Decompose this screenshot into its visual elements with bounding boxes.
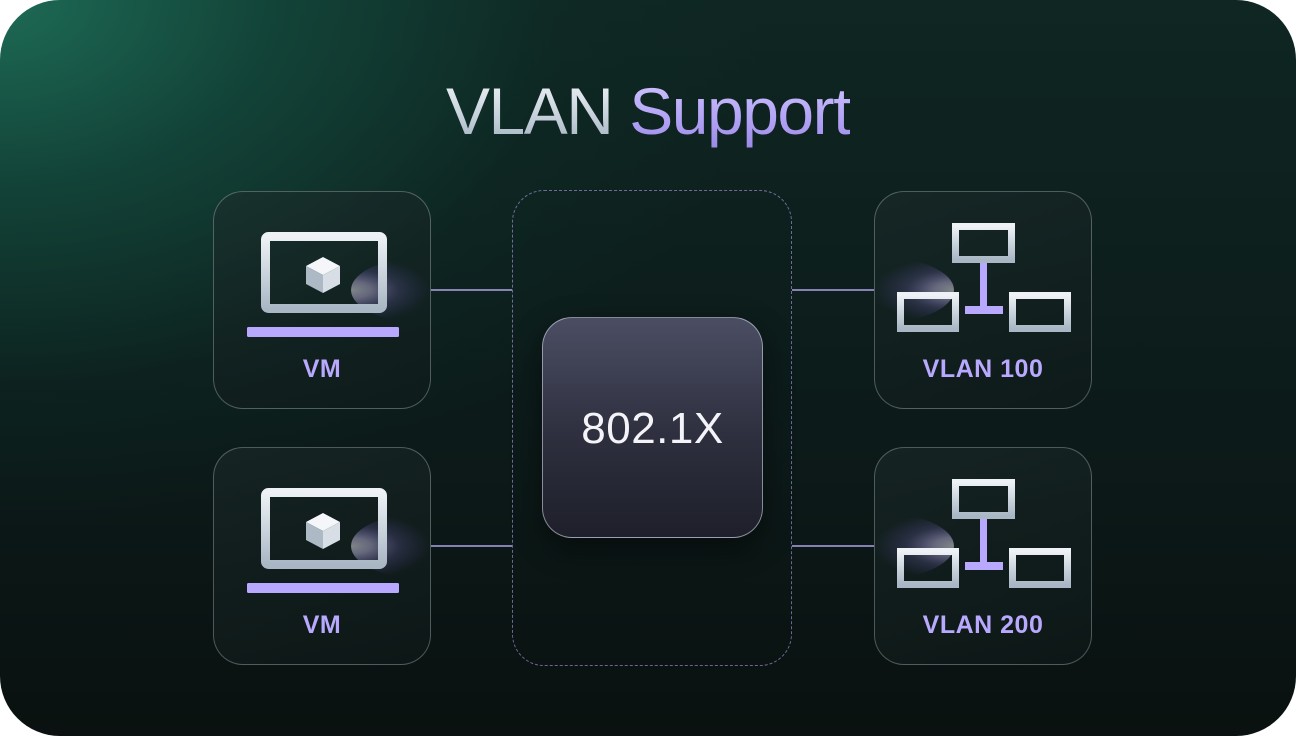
vm-label-top: VM [302,355,342,383]
vm-node-bottom: VM [213,447,431,665]
title-vlan: VLAN [446,74,630,148]
network-topology-icon [897,223,1071,332]
vlan-100-label: VLAN 100 [922,355,1044,383]
vlan-200-node: VLAN 200 [874,447,1092,665]
vm-label-bottom: VM [302,611,342,639]
network-topology-icon [897,479,1071,588]
protocol-label: 802.1X [581,404,724,453]
protocol-chip: 802.1X [542,317,763,538]
page-title: VLAN Support [0,66,1296,156]
vm-node-top: VM [213,191,431,409]
vlan-200-label: VLAN 200 [922,611,1044,639]
laptop-cube-icon [247,232,399,337]
vlan-100-node: VLAN 100 [874,191,1092,409]
title-support: Support [629,74,851,148]
auth-boundary [512,190,792,666]
laptop-cube-icon [247,488,399,593]
